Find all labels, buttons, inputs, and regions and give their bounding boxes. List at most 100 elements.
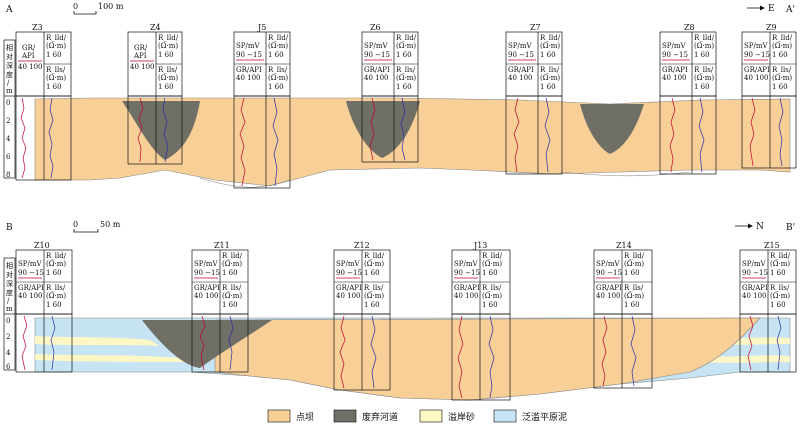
scale-length-bottom: 50 m (100, 220, 121, 229)
svg-text:40 100: 40 100 (194, 292, 219, 300)
svg-text:(Ω·m): (Ω·m) (540, 74, 560, 82)
svg-text:1 60: 1 60 (364, 301, 380, 309)
well-z8: Z8 SP/mV 90 −15 GR/API 40 100 R_lld/ (Ω·… (659, 23, 717, 175)
svg-text:R_lls/: R_lls/ (364, 284, 384, 292)
section-bottom-direction: N (756, 222, 764, 232)
svg-text:R_lld/: R_lld/ (770, 252, 791, 260)
section-bottom-right-letter: B' (786, 223, 795, 233)
svg-text:(Ω·m): (Ω·m) (222, 260, 242, 268)
svg-text:GR/API: GR/API (336, 284, 362, 292)
svg-text:1 60: 1 60 (694, 51, 710, 59)
svg-text:0: 0 (6, 317, 10, 325)
depth-title-1: 相 (6, 43, 13, 52)
svg-text:(Ω·m): (Ω·m) (158, 42, 178, 50)
svg-text:40 100: 40 100 (596, 292, 621, 300)
svg-text:(Ω·m): (Ω·m) (364, 292, 384, 300)
svg-text:40 100: 40 100 (742, 292, 767, 300)
facies-abandoned-channel-1 (122, 101, 200, 160)
svg-text:(Ω·m): (Ω·m) (624, 260, 644, 268)
svg-text:(Ω·m): (Ω·m) (482, 292, 502, 300)
svg-text:1 60: 1 60 (770, 301, 786, 309)
well-j5: J5 SP/mV 90 −15 GR/API 40 100 R_lld/ (Ω·… (233, 23, 291, 189)
svg-text:R_lls/: R_lls/ (694, 66, 714, 74)
svg-text:90 −15: 90 −15 (596, 269, 622, 277)
svg-text:40 100: 40 100 (744, 74, 769, 82)
svg-text:SP/mV: SP/mV (744, 42, 769, 50)
facies-levee-sand-left-1 (35, 336, 160, 346)
svg-text:40 100: 40 100 (336, 292, 361, 300)
svg-text:GR/API: GR/API (236, 66, 262, 74)
svg-text:R_lld/: R_lld/ (158, 34, 179, 42)
depth-tick-2: 2 (6, 117, 10, 125)
svg-text:API: API (133, 52, 147, 60)
svg-text:SP/mV: SP/mV (742, 260, 767, 268)
svg-text:SP/mV: SP/mV (336, 260, 361, 268)
svg-text:1 60: 1 60 (482, 301, 498, 309)
svg-text:40 100: 40 100 (236, 74, 261, 82)
svg-text:40 100: 40 100 (130, 63, 155, 71)
svg-text:API: API (21, 52, 35, 60)
svg-text:1 60: 1 60 (364, 269, 380, 277)
svg-text:1 60: 1 60 (694, 83, 710, 91)
svg-text:1 60: 1 60 (772, 51, 788, 59)
well-z6: Z6 SP/mV 90 −15 GR/API 40 100 R_lld/ (Ω·… (361, 23, 419, 163)
svg-text:R_lld/: R_lld/ (772, 34, 793, 42)
svg-text:SP/mV: SP/mV (18, 260, 43, 268)
svg-text:(Ω·m): (Ω·m) (694, 74, 714, 82)
svg-text:1 60: 1 60 (222, 269, 238, 277)
legend-swatch (419, 409, 443, 423)
section-top-direction: E (768, 4, 775, 14)
svg-text:R_lls/: R_lls/ (268, 66, 288, 74)
depth-title-6: m (6, 87, 13, 95)
svg-text:90 −15: 90 −15 (454, 269, 480, 277)
depth-tick-0: 0 (6, 99, 10, 107)
svg-text:40 100: 40 100 (508, 74, 533, 82)
scale-bar-top: 0 100 m (73, 2, 124, 15)
section-top-left-letter: A (5, 5, 13, 15)
svg-text:R_lld/: R_lld/ (624, 252, 645, 260)
svg-text:(Ω·m): (Ω·m) (268, 42, 288, 50)
svg-text:90 −15: 90 −15 (236, 51, 262, 59)
svg-text:GR/API: GR/API (454, 284, 480, 292)
depth-title-4: 度 (6, 70, 13, 79)
svg-text:(Ω·m): (Ω·m) (46, 260, 66, 268)
svg-text:(Ω·m): (Ω·m) (772, 74, 792, 82)
svg-text:R_lls/: R_lls/ (770, 284, 790, 292)
well-z9: Z9 SP/mV 90 −15 GR/API 40 100 R_lld/ (Ω·… (741, 23, 797, 169)
well-name: Z8 (684, 23, 695, 32)
svg-text:1 60: 1 60 (770, 269, 786, 277)
facies-point-bar-bottom (214, 317, 761, 401)
facies-abandoned-channel-4 (142, 320, 272, 368)
svg-text:1 60: 1 60 (268, 83, 284, 91)
svg-text:90 −15: 90 −15 (508, 51, 534, 59)
well-z4: Z4 GR/ API 40 100 R_lld/ (Ω·m) 1 60 R_ll… (127, 23, 183, 165)
svg-text:40 100: 40 100 (18, 63, 43, 71)
svg-text:R_lld/: R_lld/ (268, 34, 289, 42)
svg-text:GR/API: GR/API (662, 66, 688, 74)
svg-text:GR/API: GR/API (744, 66, 770, 74)
svg-text:1 60: 1 60 (158, 83, 174, 91)
svg-text:R_lls/: R_lls/ (624, 284, 644, 292)
well-name: Z11 (214, 241, 230, 250)
facies-abandoned-channel-2 (346, 101, 420, 158)
svg-text:1 60: 1 60 (540, 51, 556, 59)
svg-text:GR/API: GR/API (364, 66, 390, 74)
svg-text:1 60: 1 60 (540, 83, 556, 91)
svg-text:1 60: 1 60 (396, 51, 412, 59)
scale-bar-bottom: 0 50 m (73, 220, 121, 233)
svg-text:R_lld/: R_lld/ (396, 34, 417, 42)
svg-text:1 60: 1 60 (396, 83, 412, 91)
svg-text:R_lls/: R_lls/ (482, 284, 502, 292)
svg-text:(Ω·m): (Ω·m) (364, 260, 384, 268)
svg-text:R_lls/: R_lls/ (46, 284, 66, 292)
svg-text:R_lld/: R_lld/ (482, 252, 503, 260)
well-name: Z7 (530, 23, 541, 32)
well-name: Z6 (370, 23, 381, 32)
svg-text:90 −15: 90 −15 (194, 269, 220, 277)
svg-text:(Ω·m): (Ω·m) (694, 42, 714, 50)
svg-text:R_lld/: R_lld/ (540, 34, 561, 42)
svg-text:R_lls/: R_lls/ (772, 66, 792, 74)
depth-title-2: 对 (6, 52, 13, 61)
svg-text:SP/mV: SP/mV (194, 260, 219, 268)
svg-text:SP/mV: SP/mV (508, 42, 533, 50)
